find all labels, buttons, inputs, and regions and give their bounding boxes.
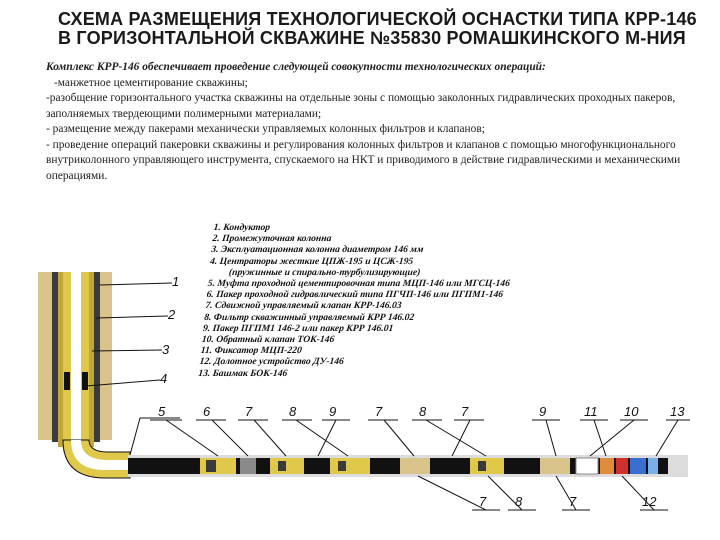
cementing-coupling — [200, 458, 236, 474]
title-line-2: В ГОРИЗОНТАЛЬНОЙ СКВАЖИНЕ №35830 РОМАШКИ… — [58, 28, 686, 48]
locking-sub — [600, 458, 614, 474]
pipe-string — [128, 458, 668, 474]
coupling-port — [206, 460, 216, 472]
well-filter — [330, 458, 370, 474]
description-item-2: -разобщение горизонтального участка сква… — [46, 92, 676, 120]
description-item-3: - размещение между пакерами механически … — [46, 123, 485, 135]
centralizer — [64, 372, 70, 390]
callout-7d: 7 — [479, 494, 487, 509]
sliding-valve — [400, 458, 430, 474]
callout-4: 4 — [160, 371, 167, 386]
filter-slot — [478, 461, 486, 471]
vertical-well-section — [38, 272, 112, 452]
callout-11: 11 — [584, 404, 598, 419]
packer — [540, 458, 570, 474]
bottom-leader-lines — [417, 475, 668, 511]
check-valve — [575, 457, 599, 475]
description-item-4: - проведение операций пакеровки скважины… — [46, 138, 681, 182]
callout-7e: 7 — [569, 494, 577, 509]
top-leader-lines — [150, 419, 690, 457]
description-item-1: -манжетное цементирование скважины; — [54, 76, 248, 89]
outer-formation-left — [38, 272, 52, 440]
description: Комплекс КРР-146 обеспечивает проведение… — [46, 60, 714, 184]
valve-port — [278, 461, 286, 471]
callout-8: 8 — [289, 404, 297, 419]
diagram-title: СХЕМА РАЗМЕЩЕНИЯ ТЕХНОЛОГИЧЕСКОЙ ОСНАСТК… — [58, 10, 698, 48]
callout-12: 12 — [642, 494, 657, 509]
callout-8d: 8 — [515, 494, 523, 509]
bend-bore — [71, 440, 130, 470]
shoe-tip — [648, 458, 658, 474]
callout-9b: 9 — [539, 404, 546, 419]
callout-2: 2 — [167, 307, 176, 322]
callout-13: 13 — [670, 404, 685, 419]
callout-7: 7 — [245, 404, 253, 419]
callout-10: 10 — [624, 404, 639, 419]
horizontal-string — [128, 455, 688, 477]
sliding-valve — [270, 458, 304, 474]
title-line-1: СХЕМА РАЗМЕЩЕНИЯ ТЕХНОЛОГИЧЕСКОЙ ОСНАСТК… — [58, 9, 697, 29]
outer-formation-right — [100, 272, 112, 440]
callout-5: 5 — [158, 404, 166, 419]
description-lead: Комплекс КРР-146 обеспечивает проведение… — [46, 61, 546, 73]
upper-leader-lines — [85, 282, 180, 456]
centralizer — [82, 372, 88, 390]
callout-9: 9 — [329, 404, 336, 419]
callout-1: 1 — [172, 274, 179, 289]
callout-7b: 7 — [375, 404, 383, 419]
packer — [240, 458, 256, 474]
callout-7c: 7 — [461, 404, 469, 419]
callout-6: 6 — [203, 404, 211, 419]
drilling-device — [616, 458, 628, 474]
well-filter — [470, 458, 504, 474]
casing-bore — [71, 272, 81, 452]
callout-8b: 8 — [419, 404, 427, 419]
callout-3: 3 — [162, 342, 170, 357]
shoe — [630, 458, 646, 474]
filter-slot — [338, 461, 346, 471]
